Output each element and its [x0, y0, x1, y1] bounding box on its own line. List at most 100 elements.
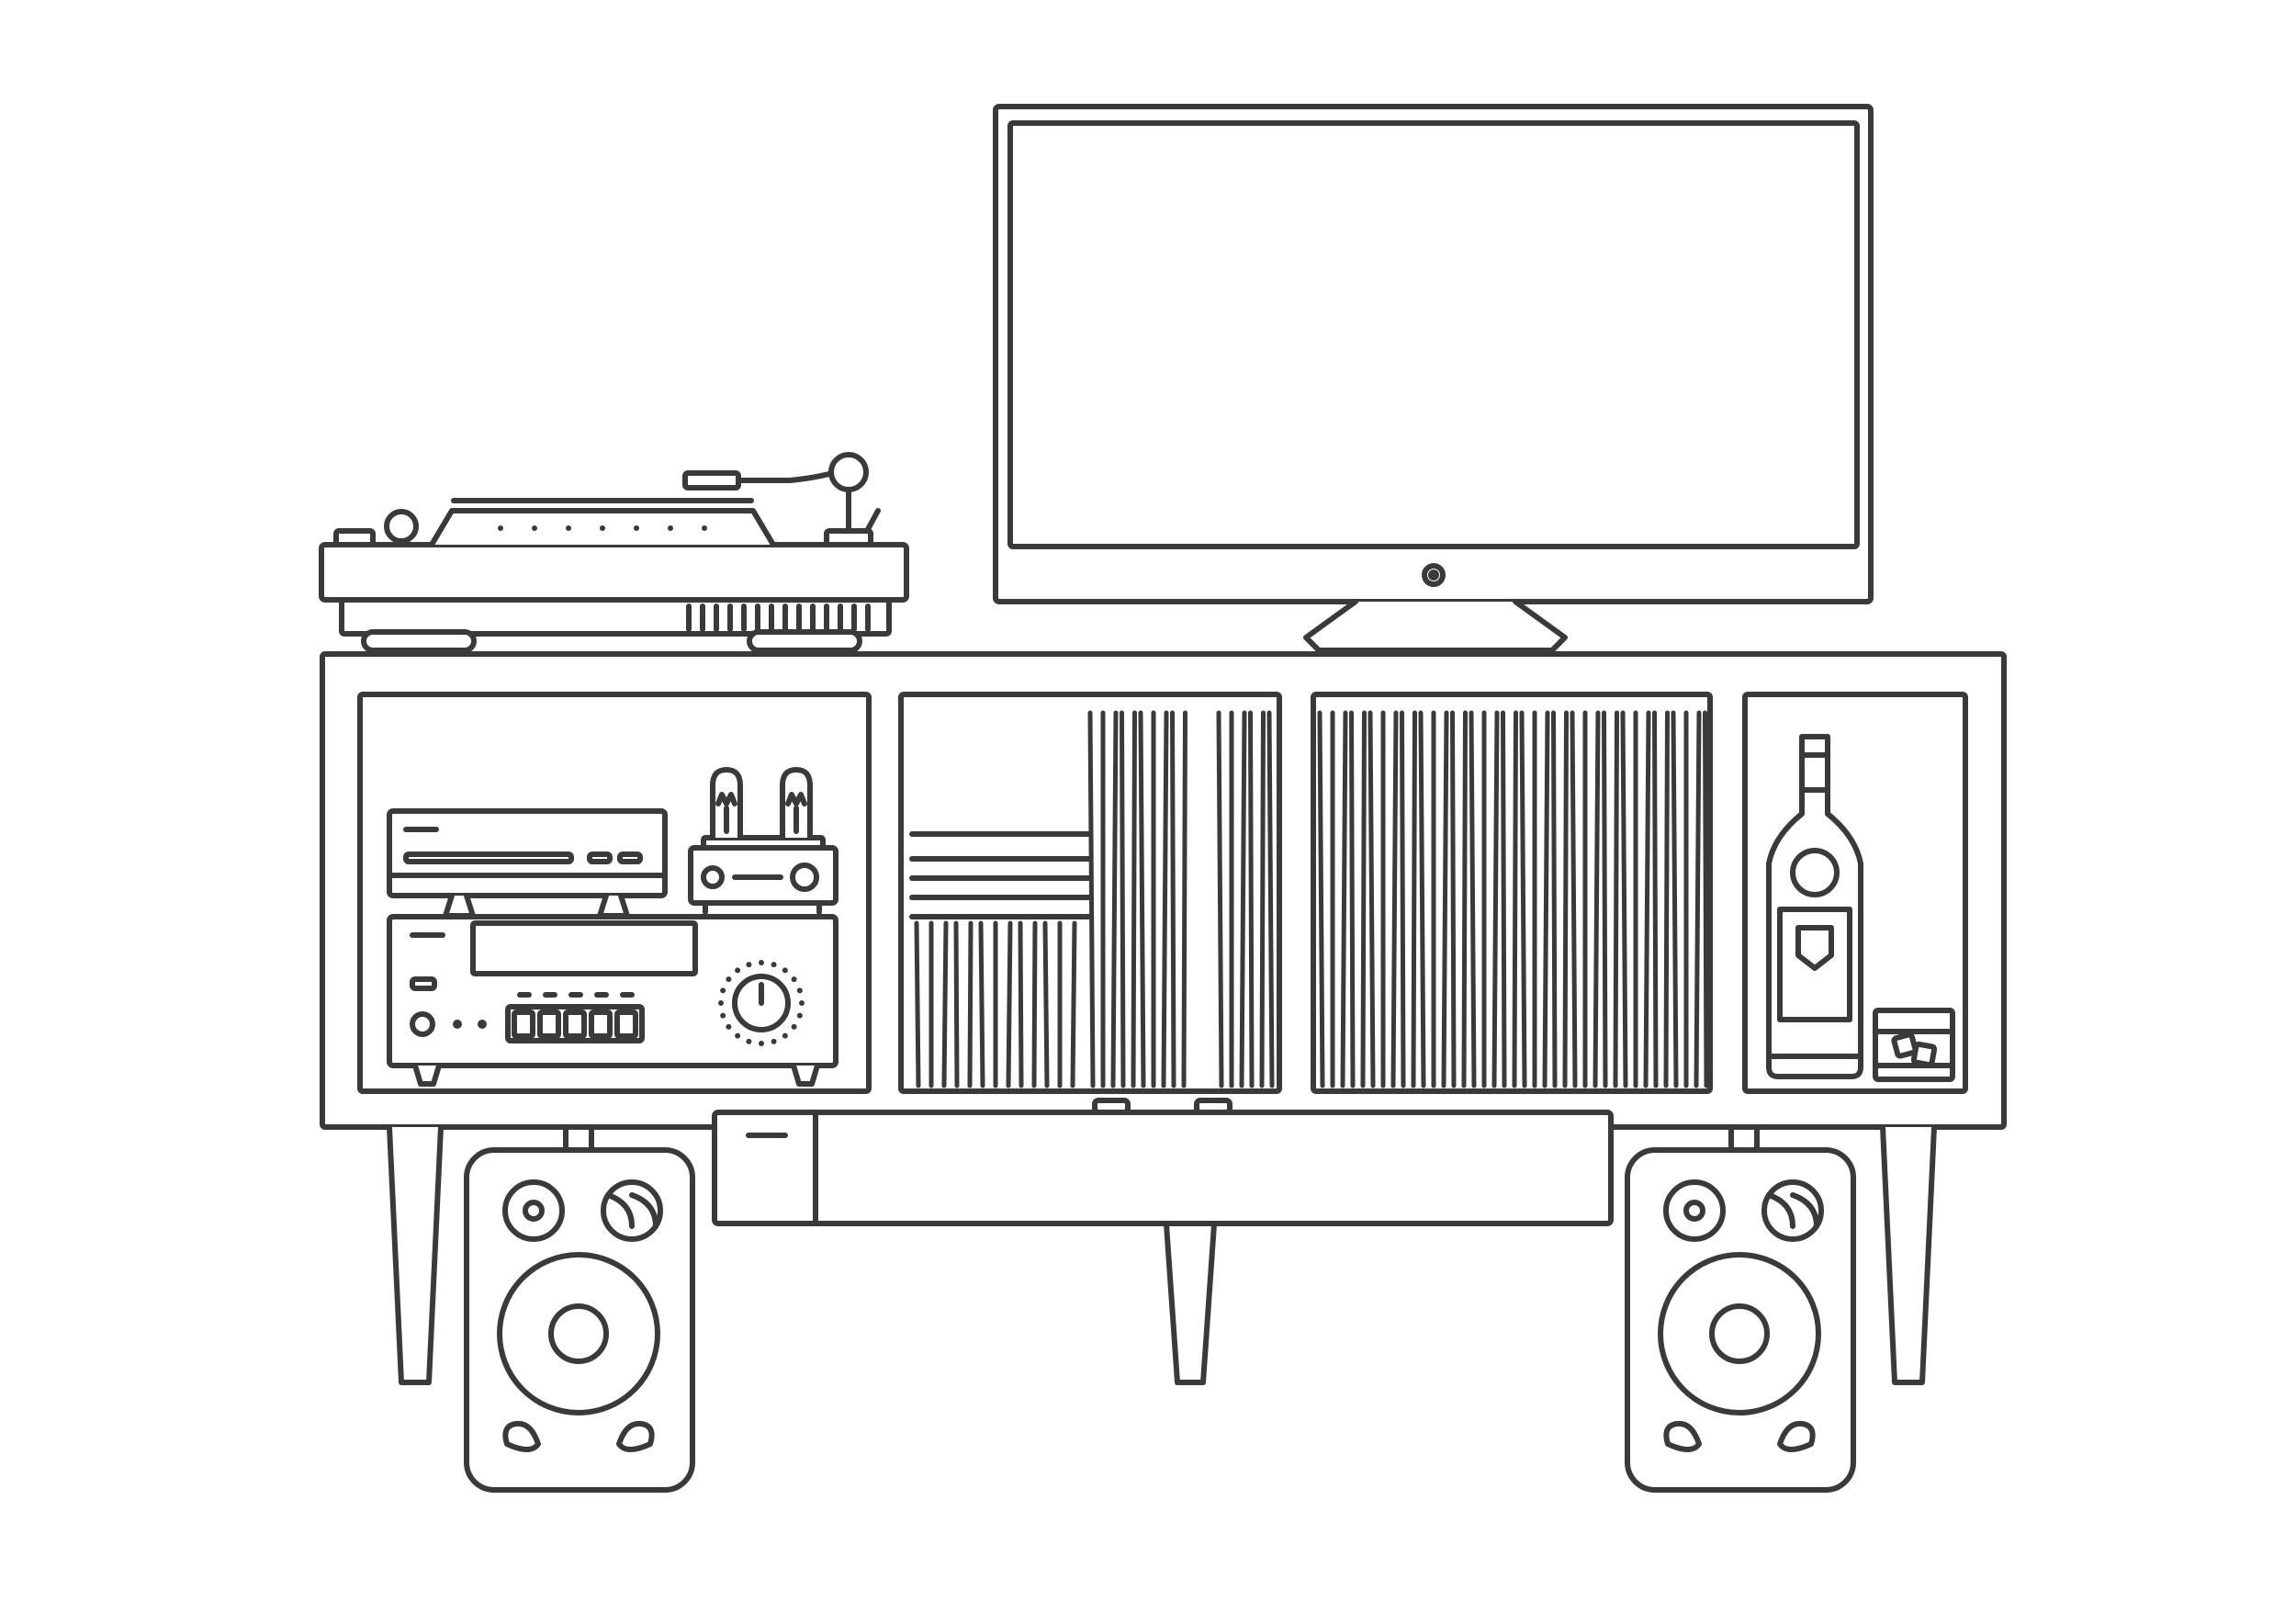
- platter-dot: [498, 525, 503, 531]
- ice-cube: [1891, 1032, 1919, 1059]
- volume-ring-dot: [726, 976, 732, 983]
- record-spine: [1239, 710, 1247, 1088]
- record-spine: [1441, 710, 1449, 1088]
- record-spine: [1138, 710, 1146, 1088]
- volume-ring-dot: [796, 1012, 803, 1019]
- platter-dot: [600, 525, 605, 531]
- volume-ring-dot: [746, 962, 752, 968]
- volume-ring-dot: [791, 976, 797, 983]
- tonearm-lever: [864, 508, 881, 534]
- volume-ring-dot: [799, 1000, 805, 1006]
- records-vertical-tall-a: [1087, 710, 1187, 1088]
- record-spine: [1643, 710, 1651, 1088]
- bottle-shield-icon: [1795, 925, 1834, 971]
- record-spine: [1663, 710, 1670, 1088]
- record-spine: [1120, 710, 1126, 1088]
- leg-center: [1164, 1222, 1217, 1385]
- speaker-port: [1663, 1420, 1702, 1452]
- tube-amplifier: [688, 767, 838, 915]
- platter-dot: [702, 525, 707, 531]
- record-spine: [1161, 710, 1169, 1088]
- ice-cube: [1910, 1041, 1938, 1068]
- tv-stand: [1303, 599, 1568, 653]
- volume-ring-dot: [759, 960, 764, 965]
- tv-power-dot: [1428, 570, 1439, 581]
- record-collection: [909, 710, 1709, 1088]
- tonearm: [736, 469, 838, 483]
- tube-amp-foot: [703, 900, 822, 915]
- av-receiver: [387, 914, 838, 1087]
- leg-left: [387, 1124, 444, 1385]
- record-spine: [1593, 710, 1601, 1088]
- records-vertical-compartment-2: [914, 920, 1077, 1088]
- volume-ring-dot: [735, 967, 741, 974]
- tube-amp-knob-icon: [790, 863, 819, 892]
- turntable-grille: [686, 603, 871, 632]
- record-spine: [1652, 710, 1659, 1088]
- flat-screen-tv: [993, 104, 1874, 653]
- volume-ring-dot: [746, 1038, 752, 1044]
- volume-ring-dot: [720, 987, 726, 994]
- record-spine: [1469, 710, 1477, 1088]
- receiver-knob-icon: [410, 1011, 435, 1037]
- record-spine: [1031, 920, 1038, 1088]
- right-speaker: [1625, 1124, 1856, 1493]
- receiver-jack: [478, 1020, 487, 1029]
- receiver-jack: [453, 1020, 462, 1029]
- speaker-port: [502, 1420, 541, 1452]
- receiver-buttons: [512, 1009, 638, 1039]
- turntable: [319, 452, 909, 653]
- whiskey-glass: [1873, 1008, 1955, 1082]
- records-vertical-compartment-3: [1317, 710, 1709, 1088]
- record-spine: [953, 920, 960, 1088]
- turntable-knob-icon: [384, 509, 419, 544]
- platter-dot: [566, 525, 571, 531]
- record-spine: [1042, 920, 1050, 1088]
- record-spine: [1390, 710, 1399, 1088]
- platter-dot: [532, 525, 537, 531]
- turntable-base: [339, 597, 892, 637]
- platter-dot: [634, 525, 639, 531]
- volume-ring-dot: [718, 1000, 724, 1006]
- record-spine: [1570, 710, 1578, 1088]
- volume-ring-dot: [791, 1023, 797, 1030]
- record-spine: [1542, 710, 1550, 1088]
- record-spine: [1181, 710, 1187, 1088]
- volume-ring-dot: [726, 1023, 732, 1030]
- record-spine: [941, 920, 949, 1088]
- speaker-mount: [1728, 1124, 1760, 1153]
- volume-ring-dot: [735, 1032, 741, 1039]
- turntable-foot-right: [747, 629, 862, 653]
- tube-amp-knob-icon: [701, 865, 725, 889]
- record-spine: [1110, 710, 1119, 1088]
- speaker-port: [616, 1420, 655, 1452]
- volume-ring-dot: [720, 1012, 726, 1019]
- record-spine: [1317, 710, 1325, 1088]
- record-spine: [1562, 710, 1569, 1088]
- record-spine: [1367, 710, 1376, 1088]
- turntable-foot-left: [361, 629, 477, 653]
- tube-amp-top: [701, 835, 826, 851]
- record-spine: [914, 920, 921, 1088]
- leg-right: [1880, 1124, 1937, 1385]
- record-spine: [1216, 710, 1224, 1088]
- volume-ring-dot: [782, 967, 788, 974]
- platter-dots: [498, 525, 707, 531]
- dvd-foot: [443, 893, 476, 919]
- record-spine: [1248, 710, 1255, 1088]
- soundbar-clip: [1092, 1098, 1131, 1115]
- dvd-tray: [403, 851, 574, 864]
- volume-ring-dot: [771, 962, 777, 968]
- record-spine: [1360, 710, 1367, 1088]
- record-spine: [1461, 710, 1468, 1088]
- record-spine: [1671, 710, 1679, 1088]
- receiver-button: [410, 976, 437, 991]
- woofer-dust-cap: [1709, 1303, 1770, 1364]
- liquor-bottle: [1766, 734, 1863, 1079]
- turntable-button: [333, 528, 376, 547]
- record-spine: [1070, 920, 1077, 1088]
- record-spine: [1400, 710, 1406, 1088]
- record-spine: [1411, 710, 1417, 1088]
